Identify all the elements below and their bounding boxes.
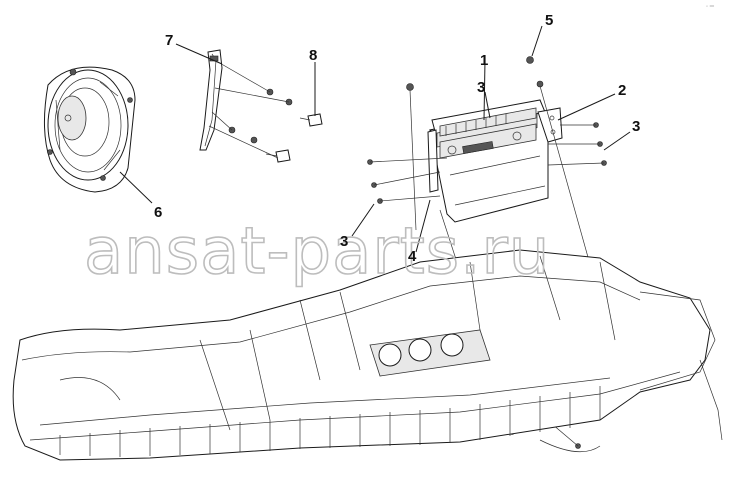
callout-7: 7 (165, 32, 173, 49)
speaker-assembly (43, 66, 136, 193)
antenna-bracket (199, 49, 223, 151)
callout-3-radio: 3 (477, 79, 485, 96)
callout-1: 1 (480, 52, 488, 69)
corner-mark: ◦ ═ (706, 4, 715, 10)
radio-head-unit (428, 99, 549, 223)
panel-hatch (59, 386, 601, 457)
screw-8-bottom (265, 149, 291, 163)
bracket-screws (208, 61, 323, 163)
callout-8: 8 (309, 47, 317, 64)
callout-3-left: 3 (340, 233, 348, 250)
mounting-bracket (427, 107, 563, 193)
screw-8-top (299, 113, 323, 127)
callouts: 1 2 3 3 3 4 5 6 7 8 (154, 12, 640, 265)
callout-4: 4 (408, 248, 417, 265)
leader-lines (119, 25, 631, 253)
callout-5: 5 (545, 12, 553, 29)
callout-3-right: 3 (632, 118, 640, 135)
instrument-panel (12, 249, 723, 461)
callout-2: 2 (618, 82, 626, 99)
callout-6: 6 (154, 204, 162, 221)
watermark-text: ansat-parts.ru (84, 215, 550, 289)
